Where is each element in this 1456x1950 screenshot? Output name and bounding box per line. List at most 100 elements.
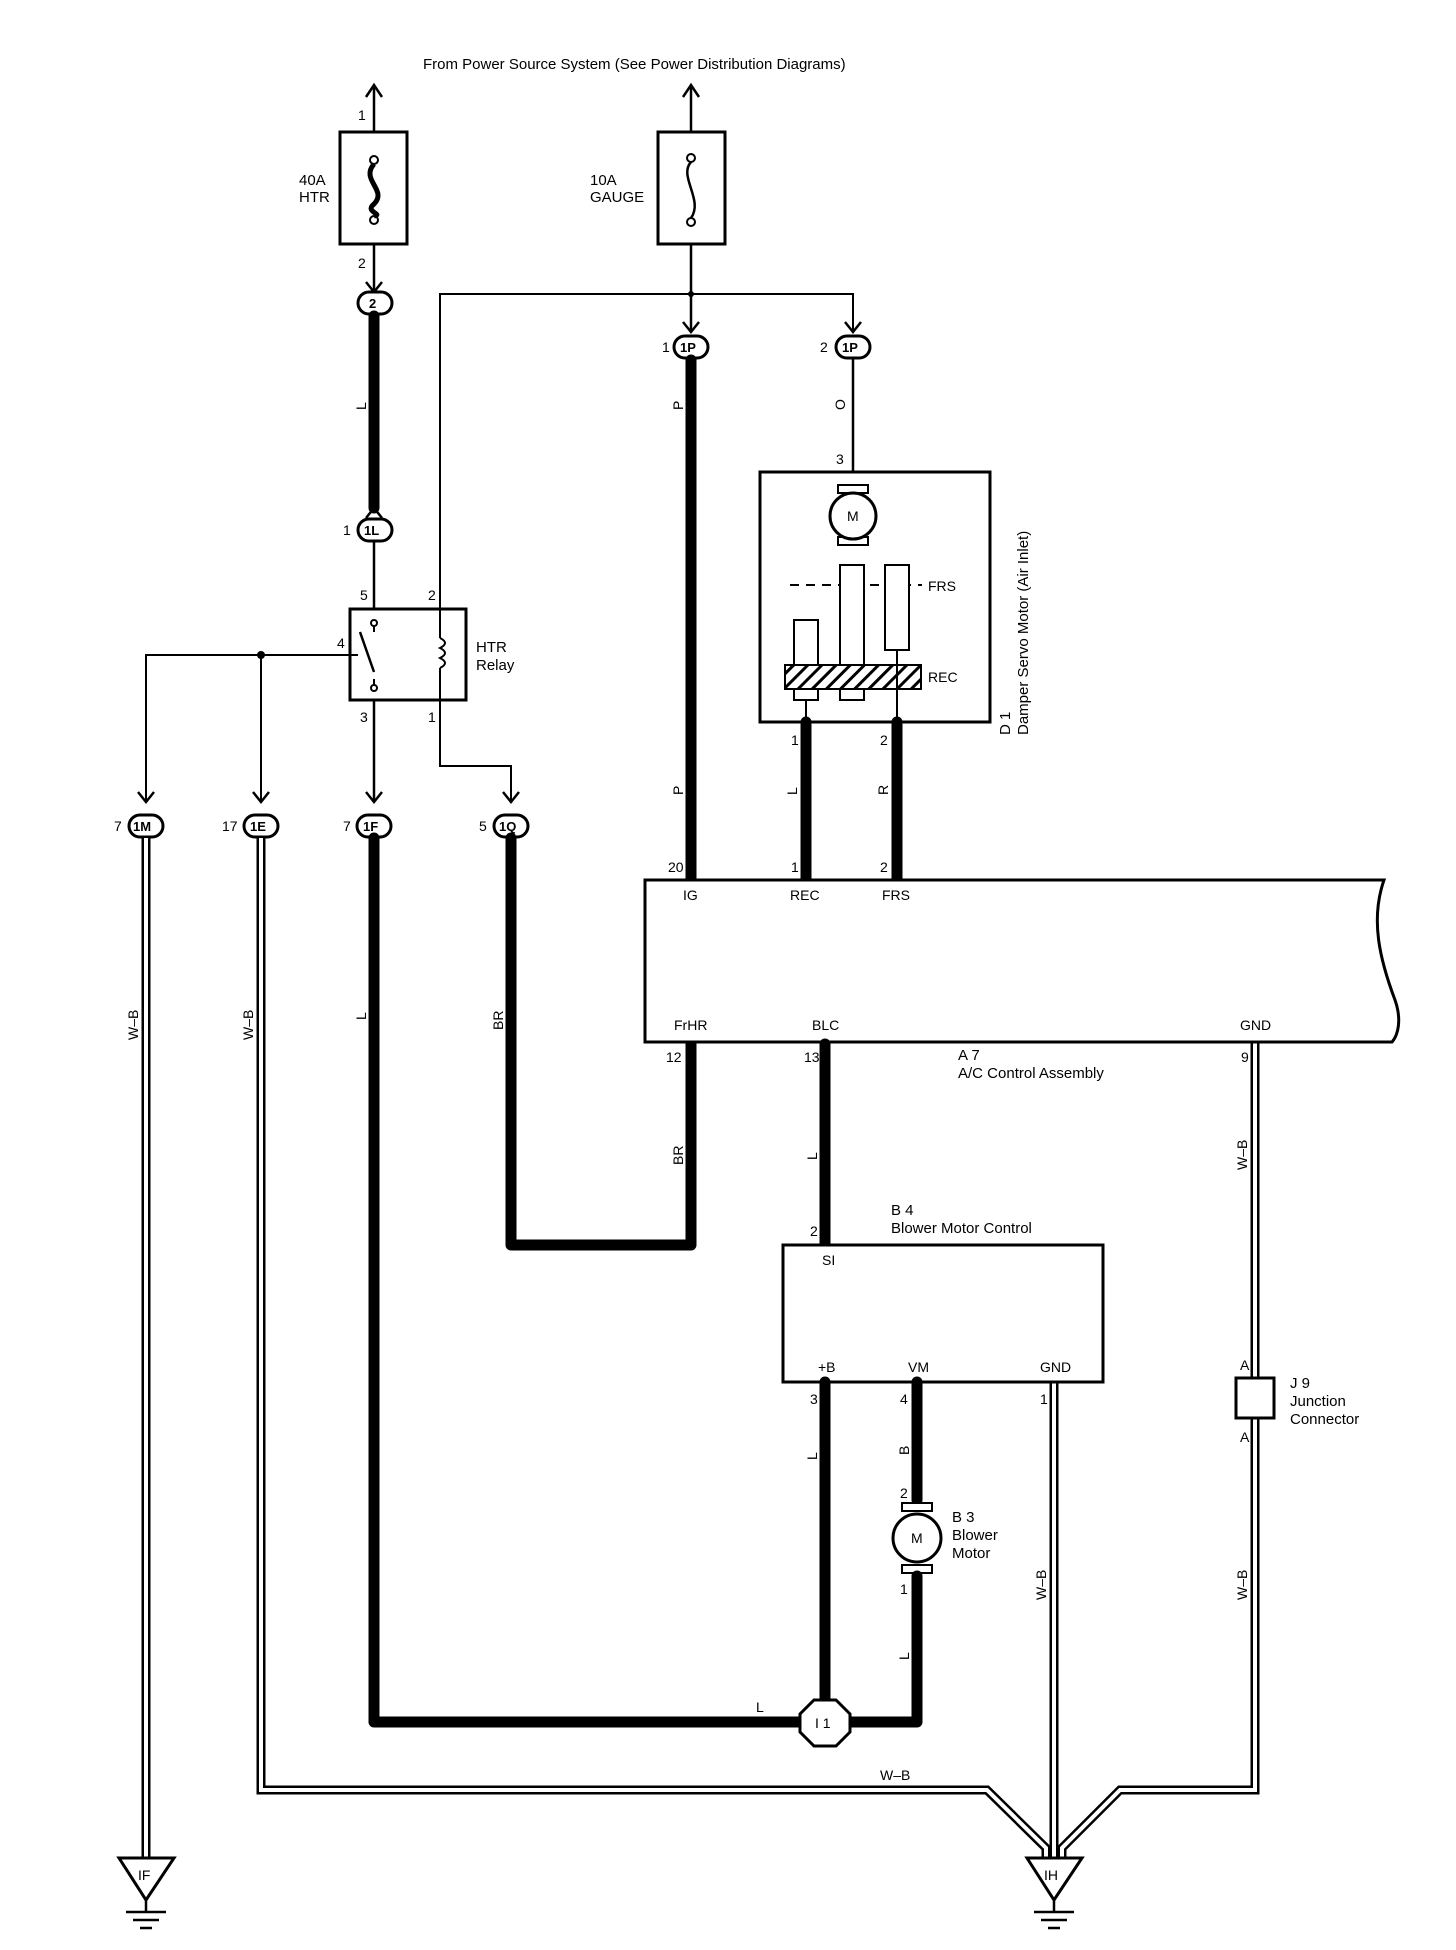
damper-frs-label: FRS	[928, 578, 956, 594]
wire-l-blc-label: L	[804, 1152, 820, 1160]
wire-p-lower: P	[670, 786, 686, 795]
blower-motor-control	[781, 1243, 1105, 1384]
source-note: From Power Source System (See Power Dist…	[423, 56, 846, 73]
ac-frhr-label: FrHR	[674, 1017, 707, 1033]
b4-plusb-pin: 3	[810, 1391, 818, 1407]
relay-pin2: 2	[428, 587, 436, 603]
fuse-gauge-rating: 10A	[590, 172, 617, 189]
fuse-htr-rating: 40A	[299, 172, 326, 189]
wire-l-damper: L	[784, 787, 800, 795]
ground-ih-label: IH	[1044, 1867, 1058, 1883]
ac-code: A 7	[958, 1047, 980, 1064]
b4-si-label: SI	[822, 1252, 835, 1268]
damper-rec-label: REC	[928, 669, 958, 685]
fuse-htr-pin-top: 1	[358, 107, 366, 123]
connector-1e-pin: 17	[222, 818, 238, 834]
ac-blc-label: BLC	[812, 1017, 839, 1033]
connector-1l-pin: 1	[343, 522, 351, 538]
connector-1p-b: 1P	[834, 334, 872, 360]
damper-code: D 1	[997, 712, 1014, 735]
b3-name-1: Blower	[952, 1527, 998, 1544]
damper-pin3: 3	[836, 451, 844, 467]
wire-o-upper: O	[832, 399, 848, 410]
blower-motor-pin1: 1	[900, 1581, 908, 1597]
ac-ig-label: IG	[683, 887, 698, 903]
wire-b-vm-label: B	[896, 1446, 912, 1455]
ac-gnd-label: GND	[1240, 1017, 1271, 1033]
fuse-htr-name: HTR	[299, 189, 330, 206]
wire-l-top: L	[353, 402, 369, 410]
wire-wb-b4gnd-label: W–B	[1033, 1570, 1049, 1600]
j9-pin-top: A	[1240, 1357, 1250, 1373]
svg-text:1Q: 1Q	[499, 819, 516, 834]
connector-1m: 1M	[127, 813, 165, 839]
b4-gnd-pin: 1	[1040, 1391, 1048, 1407]
relay-pin5: 5	[360, 587, 368, 603]
blower-motor-label: M	[911, 1530, 923, 1546]
relay-pin1: 1	[428, 709, 436, 725]
damper-motor-label: M	[847, 508, 859, 524]
b4-gnd-label: GND	[1040, 1359, 1071, 1375]
b4-si-pin: 2	[810, 1223, 818, 1239]
wire-wb-bottom-label: W–B	[880, 1767, 910, 1783]
fuse-10a-gauge	[656, 130, 727, 246]
wire-l-plusb-label: L	[804, 1452, 820, 1460]
wire-p-upper: P	[670, 401, 686, 410]
b3-name-2: Motor	[952, 1545, 990, 1562]
ac-name: A/C Control Assembly	[958, 1065, 1104, 1082]
connector-1p-b-pin: 2	[820, 339, 828, 355]
svg-text:1M: 1M	[133, 819, 151, 834]
relay-name-2: Relay	[476, 657, 515, 674]
htr-relay	[348, 607, 468, 702]
wire-l-motor-label: L	[896, 1652, 912, 1660]
junction-i1	[798, 1698, 852, 1748]
wire-wb-gnd-label: W–B	[1234, 1140, 1250, 1170]
ac-rec-pin: 1	[791, 859, 799, 875]
blower-motor	[891, 1502, 943, 1574]
b3-code: B 3	[952, 1509, 975, 1526]
ac-control-assembly	[643, 878, 1401, 1044]
damper-pin1: 1	[791, 732, 799, 748]
ground-if-label: IF	[138, 1867, 150, 1883]
wire-wb-a7-gnd	[1057, 1042, 1260, 1858]
j9-code: J 9	[1290, 1375, 1310, 1392]
blower-motor-pin2: 2	[900, 1485, 908, 1501]
j9-pin-bottom: A	[1240, 1429, 1250, 1445]
connector-1q-pin: 5	[479, 818, 487, 834]
ac-frs-pin: 2	[880, 859, 888, 875]
wire-wb-1m-label: W–B	[125, 1010, 141, 1040]
ac-ig-pin: 20	[668, 859, 684, 875]
junction-i1-label: I 1	[815, 1715, 831, 1731]
ac-frhr-pin: 12	[666, 1049, 682, 1065]
connector-1p-a-pin: 1	[662, 339, 670, 355]
fuse-40a-htr	[338, 130, 409, 246]
wire-br-frhr-label: BR	[670, 1146, 686, 1165]
ac-rec-label: REC	[790, 887, 820, 903]
damper-name: Damper Servo Motor (Air Inlet)	[1015, 531, 1032, 735]
svg-text:1L: 1L	[364, 523, 379, 538]
input-arrow-gauge	[681, 82, 701, 132]
ground-if	[116, 1856, 177, 1930]
wire-l-bottom-label: L	[756, 1699, 764, 1715]
connector-1m-pin: 7	[114, 818, 122, 834]
b4-vm-pin: 4	[900, 1391, 908, 1407]
damper-pin2: 2	[880, 732, 888, 748]
wire-wb-1e-label: W–B	[240, 1010, 256, 1040]
wire-br-1q-label: BR	[490, 1011, 506, 1030]
connector-1f-pin: 7	[343, 818, 351, 834]
ac-frs-label: FRS	[882, 887, 910, 903]
damper-rec-plate	[784, 664, 922, 690]
svg-text:1P: 1P	[842, 340, 858, 355]
connector-1q: 1Q	[492, 813, 530, 839]
svg-text:1E: 1E	[250, 819, 266, 834]
svg-text:1P: 1P	[680, 340, 696, 355]
ground-ih	[1024, 1856, 1085, 1930]
wire-wb-1e	[256, 838, 1051, 1858]
b4-name: Blower Motor Control	[891, 1220, 1032, 1237]
b4-vm-label: VM	[908, 1359, 929, 1375]
input-arrow-htr	[364, 82, 384, 132]
junction-connector-j9	[1234, 1376, 1276, 1420]
b4-plusb-label: +B	[818, 1359, 836, 1375]
j9-name-1: Junction	[1290, 1393, 1346, 1410]
